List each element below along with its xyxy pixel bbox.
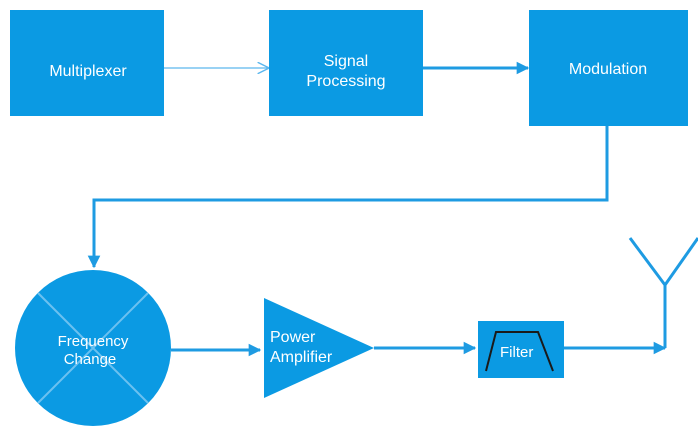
power-amplifier-label-line2: Amplifier bbox=[270, 349, 333, 366]
frequency-change-label-line2: Change bbox=[64, 351, 117, 368]
filter-label: Filter bbox=[500, 344, 533, 361]
multiplexer-label: Multiplexer bbox=[49, 63, 127, 80]
signal-processing-label-line1: Signal bbox=[324, 53, 368, 70]
antenna-icon bbox=[628, 237, 698, 348]
power-amplifier-block: Power Amplifier bbox=[264, 298, 374, 398]
modulation-block: Modulation bbox=[529, 10, 688, 126]
mixer-cross-line bbox=[37, 292, 149, 404]
signal-processing-label-line2: Processing bbox=[306, 73, 385, 90]
bandpass-filter-icon bbox=[485, 331, 554, 372]
frequency-change-label-line1: Frequency bbox=[58, 333, 129, 350]
signal-processing-block: Signal Processing bbox=[269, 10, 423, 116]
frequency-change-mixer: Frequency Change bbox=[15, 270, 171, 426]
modulation-label: Modulation bbox=[569, 61, 647, 78]
arrow-modulation-to-frequency-change bbox=[87, 126, 609, 269]
power-amplifier-label-line1: Power bbox=[270, 329, 316, 346]
filter-block: Filter bbox=[478, 321, 564, 378]
multiplexer-block: Multiplexer bbox=[10, 10, 164, 116]
